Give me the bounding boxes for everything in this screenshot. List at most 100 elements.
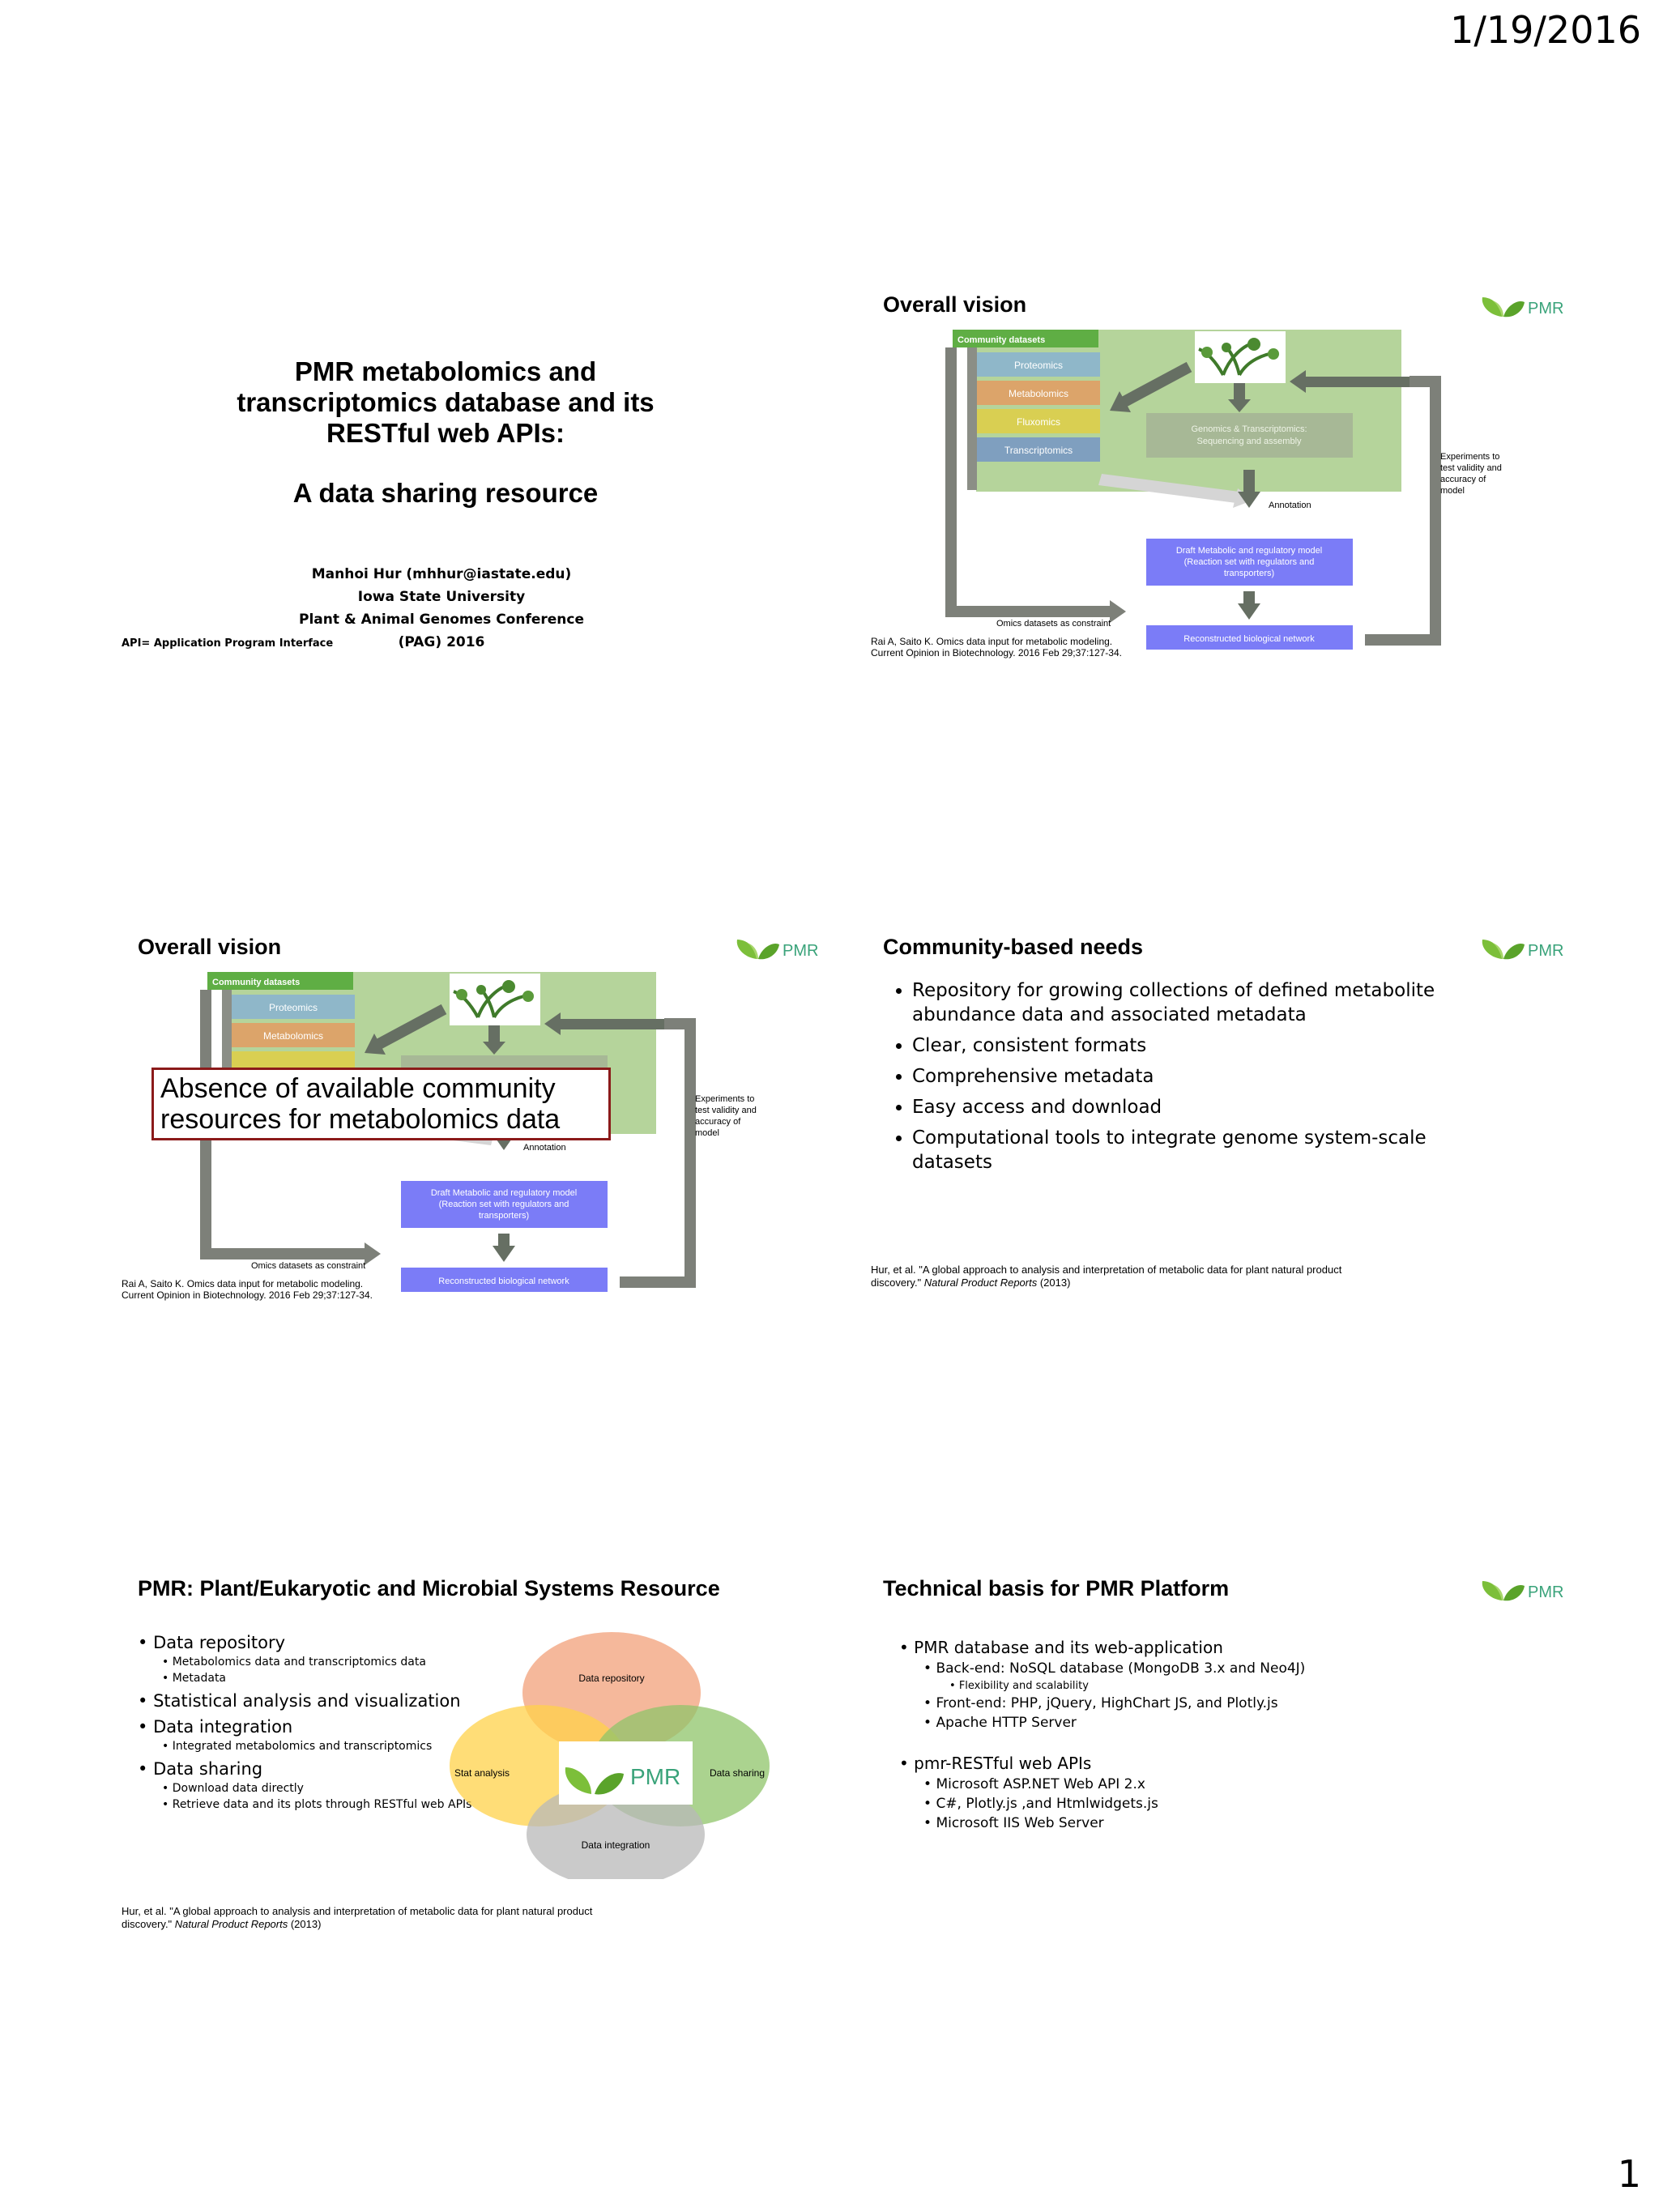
arrow-down — [488, 1025, 500, 1043]
title-line: PMR metabolomics and — [294, 356, 597, 386]
omics-box — [232, 995, 355, 1019]
resource-subitem-label: Metadata — [172, 1672, 227, 1685]
venn-center-box — [559, 1741, 693, 1805]
resource-item: • Statistical analysis and visualization — [138, 1691, 461, 1711]
plant-image — [1195, 331, 1286, 383]
arrow-plant-omics — [1120, 361, 1192, 408]
draft-model-label-3: transporters) — [1224, 569, 1274, 578]
citation: Hur, et al. "A global approach to analys… — [871, 1264, 1341, 1289]
slide-heading: Overall vision — [138, 935, 282, 959]
tech-subitem: • Microsoft ASP.NET Web API 2.x — [923, 1776, 1145, 1792]
resource-item-label: Data repository — [153, 1633, 286, 1652]
citation-journal: Natural Product Reports — [923, 1276, 1038, 1289]
arrow-down — [498, 1234, 510, 1248]
citation-text: discovery." — [122, 1918, 175, 1930]
resource-subitem: • Integrated metabolomics and transcript… — [162, 1740, 433, 1753]
arrow-head — [1238, 492, 1260, 508]
arrow-head — [1110, 391, 1131, 412]
pmr-logo-icon: PMR — [1482, 1581, 1563, 1601]
experiments-label-3: accuracy of — [695, 1117, 741, 1127]
pmr-logo-icon: PMR — [1482, 297, 1563, 318]
resource-subitem: • Retrieve data and its plots through RE… — [162, 1798, 472, 1811]
slide-heading: PMR: Plant/Eukaryotic and Microbial Syst… — [138, 1576, 720, 1600]
resource-item-label: Statistical analysis and visualization — [153, 1691, 461, 1711]
arrow-head — [1238, 603, 1260, 620]
venn-label-top: Data repository — [578, 1673, 644, 1684]
omics-box — [977, 437, 1100, 462]
slide-community-needs: Community-based needs PMR Repository for… — [867, 922, 1596, 1343]
citation-journal: Natural Product Reports — [174, 1918, 288, 1930]
citation-line: Rai A, Saito K. Omics data input for met… — [871, 636, 1113, 647]
venn-center-label: PMR — [630, 1764, 680, 1789]
slide-heading: Community-based needs — [883, 935, 1144, 959]
slide-subtitle: A data sharing resource — [292, 478, 599, 508]
arrow-head — [365, 1242, 381, 1265]
resource-item: • Data integration — [138, 1717, 293, 1737]
page-number: 1 — [1617, 2152, 1641, 2196]
tech-subitem: • Microsoft IIS Web Server — [923, 1815, 1104, 1831]
venn-circle-integration — [527, 1782, 705, 1879]
arrow-plant-omics — [374, 1004, 447, 1051]
tech-item-label: PMR database and its web-application — [914, 1638, 1223, 1657]
page-date: 1/19/2016 — [1450, 8, 1641, 52]
arrow-head — [1110, 600, 1126, 623]
resource-subitem-label: Download data directly — [172, 1782, 304, 1795]
citation-year: (2013) — [1037, 1276, 1071, 1289]
citation-line: Current Opinion in Biotechnology. 2016 F… — [871, 647, 1122, 658]
omics-label: Metabolomics — [1009, 388, 1068, 399]
tech-subitem-label: C#, Plotly.js ,and Htmlwidgets.js — [936, 1796, 1158, 1812]
genomics-box — [1146, 413, 1353, 458]
arrow-head — [493, 1246, 515, 1262]
api-footnote: API= Application Program Interface — [122, 637, 334, 650]
omics-box — [232, 1023, 355, 1047]
arrow-head — [1290, 370, 1306, 393]
citation-line: Rai A, Saito K. Omics data input for met… — [122, 1278, 364, 1289]
author-affiliation: Iowa State University — [357, 589, 526, 605]
right-loop-arrow — [1365, 376, 1441, 646]
tech-subitem: • Front-end: PHP, jQuery, HighChart JS, … — [923, 1695, 1278, 1711]
title-line: transcriptomics database and its — [237, 387, 655, 417]
citation: Rai A, Saito K. Omics data input for met… — [122, 1278, 373, 1301]
omics-label: Proteomics — [269, 1002, 318, 1013]
right-loop-arrow — [620, 1018, 696, 1288]
needs-item: Computational tools to integrate genome … — [912, 1126, 1479, 1174]
title-line: RESTful web APIs: — [326, 418, 565, 448]
community-header-label: Community datasets — [212, 978, 300, 987]
slide-heading: Overall vision — [883, 292, 1027, 317]
tech-subsubitem: • Flexibility and scalability — [949, 1680, 1089, 1692]
venn-label-bottom: Data integration — [582, 1839, 650, 1851]
logo-text: PMR — [783, 942, 818, 960]
plant-image — [450, 974, 540, 1025]
left-loop-arrow — [945, 347, 1110, 617]
genomics-label: Genomics & Transcriptomics: — [1191, 424, 1307, 434]
slide-title: PMR metabolomics and transcriptomics dat… — [109, 279, 838, 701]
author-block: Manhoi Hur (mhhur@iastate.edu) Iowa Stat… — [259, 563, 624, 654]
experiments-label-4: model — [695, 1128, 719, 1138]
omics-box — [977, 381, 1100, 405]
draft-model-label: Draft Metabolic and regulatory model — [1176, 546, 1322, 556]
tech-subitem: • Apache HTTP Server — [923, 1715, 1077, 1731]
needs-list: Repository for growing collections of de… — [893, 978, 1479, 1181]
citation-line: Hur, et al. "A global approach to analys… — [122, 1905, 593, 1917]
tech-subitem: • Back-end: NoSQL database (MongoDB 3.x … — [923, 1660, 1306, 1677]
experiments-label-2: test validity and — [695, 1106, 757, 1115]
draft-model-label: Draft Metabolic and regulatory model — [431, 1188, 577, 1198]
needs-item: Repository for growing collections of de… — [912, 978, 1479, 1027]
omics-box — [977, 409, 1100, 433]
resource-subitem-label: Retrieve data and its plots through REST… — [172, 1798, 472, 1811]
draft-model-label-2: (Reaction set with regulators and — [439, 1200, 569, 1209]
slide-technical-basis: Technical basis for PMR Platform PMR • P… — [867, 1563, 1596, 1984]
slide-overall-vision-callout: Overall vision PMR Community datasets Pr… — [122, 922, 851, 1343]
resource-item-label: Data integration — [153, 1717, 293, 1737]
pmr-logo-icon — [565, 1767, 624, 1795]
experiments-label-2: test validity and — [1440, 463, 1502, 473]
tech-item: • pmr-RESTful web APIs — [899, 1754, 1092, 1773]
citation-line: Current Opinion in Biotechnology. 2016 F… — [122, 1289, 373, 1301]
tech-subitem-label: Back-end: NoSQL database (MongoDB 3.x an… — [936, 1660, 1306, 1677]
draft-model-box — [1146, 539, 1353, 586]
arrow-down — [1234, 383, 1245, 401]
arrow-loop-in — [559, 1019, 664, 1029]
citation-text: discovery." — [871, 1276, 924, 1289]
omics-box — [977, 352, 1100, 377]
community-header-box — [953, 330, 1098, 347]
